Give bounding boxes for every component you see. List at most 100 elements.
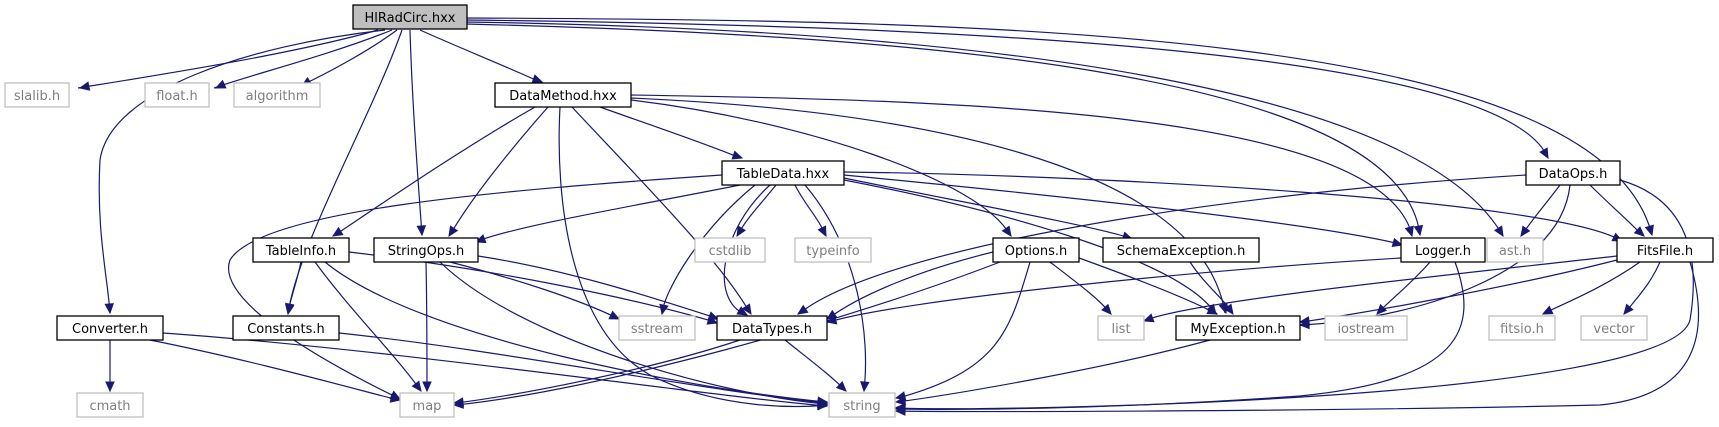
- arrowhead-schemaexception-myexception: [1223, 303, 1234, 315]
- edge-line-tableinfo-string: [324, 261, 827, 403]
- edge-line-tabledata-typeinfo: [794, 184, 826, 236]
- node-tabledata[interactable]: TableData.hxx: [721, 160, 845, 186]
- edge-line-constants-string: [338, 332, 827, 404]
- arrowhead-options-myexception: [1206, 305, 1219, 315]
- arrowhead-myexception-string: [894, 396, 907, 406]
- svg-text:cmath: cmath: [89, 399, 130, 414]
- node-constants[interactable]: Constants.h: [232, 315, 340, 341]
- arrowhead-logger-datatypes: [825, 315, 838, 325]
- node-typeinfo: typeinfo: [794, 237, 872, 263]
- svg-text:MyException.h: MyException.h: [1190, 322, 1285, 337]
- edge-line-hlradcirc-float: [213, 29, 393, 89]
- arrowhead-tableinfo-constants: [285, 303, 295, 316]
- edge-line-hlradcirc-stringops: [409, 29, 423, 236]
- node-float: float.h: [144, 82, 210, 108]
- node-myexception[interactable]: MyException.h: [1175, 315, 1301, 341]
- arrowhead-hlradcirc-converter: [104, 303, 114, 315]
- svg-text:DataMethod.hxx: DataMethod.hxx: [509, 89, 617, 104]
- edge-line-options-string: [897, 261, 1031, 399]
- edge-line-hlradcirc-logger: [465, 23, 1421, 236]
- svg-text:StringOps.h: StringOps.h: [388, 244, 464, 259]
- edge-line-datamethod-datatypes: [571, 106, 751, 314]
- edge-tabledata-typeinfo: [794, 184, 827, 238]
- node-datatypes[interactable]: DataTypes.h: [716, 315, 828, 341]
- svg-text:cstdlib: cstdlib: [709, 244, 752, 259]
- edge-tabledata-string: [804, 184, 870, 393]
- node-fitsfile[interactable]: FitsFile.h: [1616, 237, 1714, 263]
- arrowhead-dataops-ast: [1520, 225, 1531, 238]
- edge-hlradcirc-stringops: [409, 29, 427, 237]
- arrowhead-converter-cmath: [105, 381, 115, 393]
- edge-line-hlradcirc-slalib: [77, 29, 379, 89]
- arrowhead-datamethod-datatypes: [741, 303, 752, 316]
- svg-text:float.h: float.h: [156, 89, 198, 104]
- node-ast: ast.h: [1486, 237, 1544, 263]
- edge-line-hlradcirc-dataops: [465, 19, 1549, 159]
- node-stringops[interactable]: StringOps.h: [373, 237, 479, 263]
- arrowhead-datatypes-map: [452, 397, 464, 407]
- edge-hlradcirc-logger: [465, 23, 1424, 237]
- edge-datamethod-datatypes: [571, 106, 752, 316]
- edge-line-tabledata-string: [804, 184, 867, 391]
- edge-line-datamethod-tabledata: [599, 106, 741, 159]
- edge-tableinfo-map: [314, 261, 422, 392]
- node-logger[interactable]: Logger.h: [1400, 237, 1486, 263]
- svg-text:slalib.h: slalib.h: [14, 89, 60, 104]
- svg-text:Options.h: Options.h: [1005, 244, 1068, 259]
- edge-dataops-ast: [1520, 184, 1561, 238]
- edge-line-datamethod-tableinfo: [334, 106, 536, 236]
- edge-dataops-fitsfile: [1589, 184, 1645, 237]
- svg-text:DataOps.h: DataOps.h: [1539, 167, 1608, 182]
- node-schemaexception[interactable]: SchemaException.h: [1102, 237, 1260, 263]
- svg-text:string: string: [843, 399, 880, 414]
- arrowhead-datamethod-logger: [1404, 225, 1414, 238]
- svg-text:algorithm: algorithm: [246, 89, 309, 104]
- svg-text:TableData.hxx: TableData.hxx: [736, 167, 830, 182]
- edge-hlradcirc-converter: [98, 29, 386, 315]
- edge-line-options-myexception: [1078, 257, 1216, 314]
- arrowhead-datatypes-string: [835, 380, 847, 392]
- edge-line-options-datatypes: [828, 251, 994, 319]
- edge-myexception-string: [894, 339, 1211, 406]
- svg-text:Constants.h: Constants.h: [247, 322, 325, 337]
- edge-line-tabledata-schemaexception: [843, 177, 1131, 239]
- edge-hlradcirc-ast: [465, 21, 1504, 238]
- arrowhead-tabledata-datatypes: [736, 306, 749, 316]
- edge-line-stringops-datatypes: [477, 255, 717, 319]
- arrowhead-datamethod-options: [1001, 225, 1012, 238]
- edge-line-fitsfile-vector: [1624, 261, 1661, 314]
- edge-line-fitsfile-list: [1145, 255, 1618, 321]
- arrowhead-dataops-datatypes: [796, 304, 809, 315]
- arrowhead-fitsfile-fitsio: [1541, 305, 1554, 315]
- arrowhead-stringops-sstream: [608, 310, 621, 320]
- arrowhead-dataops-fitsfile: [1633, 226, 1645, 237]
- edge-line-fitsfile-fitsio: [1544, 261, 1641, 314]
- edge-line-tabledata-stringops: [477, 184, 741, 242]
- edge-line-dataops-string: [896, 179, 1694, 410]
- arrowhead-hlradcirc-datamethod: [531, 74, 544, 84]
- edge-line-hlradcirc-converter: [98, 29, 386, 314]
- node-tableinfo[interactable]: TableInfo.h: [252, 237, 350, 263]
- node-datamethod[interactable]: DataMethod.hxx: [494, 82, 632, 108]
- edge-line-tableinfo-map: [314, 261, 421, 391]
- edge-datamethod-string: [558, 106, 829, 411]
- node-hlradcirc[interactable]: HlRadCirc.hxx: [352, 4, 468, 30]
- node-converter[interactable]: Converter.h: [56, 315, 164, 341]
- edge-line-hlradcirc-fitsfile: [465, 17, 1653, 236]
- edge-line-converter-map: [149, 339, 399, 401]
- arrowhead-tabledata-sstream: [659, 303, 669, 316]
- edge-hlradcirc-constants: [285, 29, 403, 315]
- arrowhead-datamethod-stringops: [448, 225, 459, 238]
- arrowhead-stringops-map: [422, 381, 432, 393]
- edge-logger-iostream: [1376, 261, 1431, 315]
- edge-line-dataops-fitsfile: [1589, 184, 1643, 236]
- arrowhead-hlradcirc-slalib: [78, 81, 91, 91]
- node-dataops[interactable]: DataOps.h: [1525, 160, 1621, 186]
- edge-stringops-datatypes: [477, 255, 720, 321]
- node-options[interactable]: Options.h: [992, 237, 1080, 263]
- edge-line-logger-datatypes: [828, 257, 1402, 323]
- edge-fitsfile-fitsio: [1541, 261, 1641, 315]
- edge-tabledata-logger: [843, 174, 1404, 248]
- edge-hlradcirc-dataops: [465, 19, 1549, 160]
- arrowhead-hlradcirc-dataops: [1539, 147, 1549, 160]
